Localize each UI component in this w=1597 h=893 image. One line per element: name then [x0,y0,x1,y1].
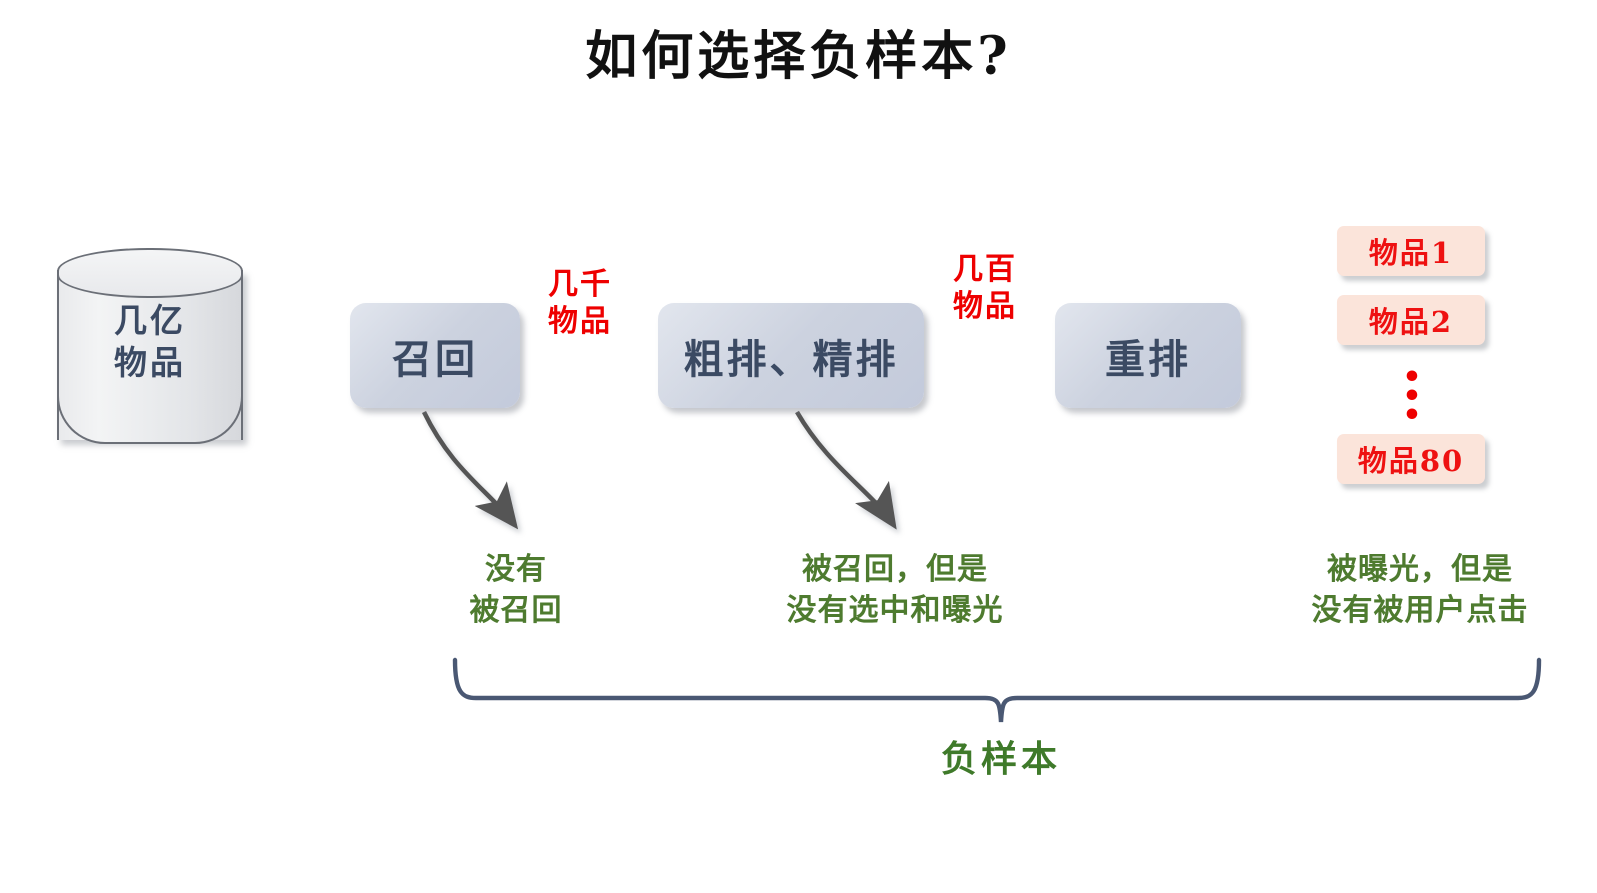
edge-label-hundreds-line1: 几百 [953,252,1017,287]
edge-label-hundreds-line2: 物品 [953,288,1017,324]
annotation-recalled-not-shown-line2: 没有选中和曝光 [786,592,1004,628]
annotation-recalled-not-shown: 被召回，但是 没有选中和曝光 [745,550,1045,631]
result-item-2[interactable]: 物品2 [1337,295,1485,345]
arrow-ranking-to-note [795,410,897,530]
brace-label-negative-samples: 负样本 [940,738,1061,780]
annotation-not-recalled: 没有 被召回 [416,550,616,631]
negative-sample-brace [452,657,1542,723]
annotation-shown-not-clicked: 被曝光，但是 没有被用户点击 [1270,550,1570,631]
vertical-ellipsis-icon: ••• [1402,360,1422,433]
cylinder-bottom [57,396,243,444]
result-item-2-label: 物品2 [1368,305,1454,339]
edge-label-thousands-line1: 几千 [548,267,612,302]
stage-box-rerank[interactable]: 重排 [1055,303,1241,408]
stage-box-recall[interactable]: 召回 [350,303,520,408]
annotation-not-recalled-line1: 没有 [485,552,547,587]
stage-label-recall: 召回 [392,335,478,383]
source-label-line1: 几亿 [114,301,186,340]
stage-box-ranking[interactable]: 粗排、精排 [658,303,924,408]
arrow-recall-to-note [421,411,519,530]
result-item-1[interactable]: 物品1 [1337,226,1485,276]
edge-label-thousands-line2: 物品 [548,303,612,339]
stage-label-rerank: 重排 [1105,335,1191,383]
source-label: 几亿 物品 [57,300,243,384]
page-title: 如何选择负样本? [585,26,1012,87]
stage-label-ranking: 粗排、精排 [683,335,899,383]
edge-label-hundreds: 几百 物品 [925,252,1045,325]
annotation-not-recalled-line2: 被召回 [469,592,563,628]
result-item-80-label: 物品80 [1357,444,1465,478]
edge-label-thousands: 几千 物品 [520,267,640,340]
source-database-cylinder: 几亿 物品 [57,248,243,462]
result-item-80[interactable]: 物品80 [1337,434,1485,484]
cylinder-top [57,248,243,298]
result-item-1-label: 物品1 [1368,236,1454,270]
source-label-line2: 物品 [114,343,186,383]
annotation-recalled-not-shown-line1: 被召回，但是 [802,552,988,587]
annotation-shown-not-clicked-line1: 被曝光，但是 [1327,552,1513,587]
annotation-shown-not-clicked-line2: 没有被用户点击 [1311,592,1529,628]
